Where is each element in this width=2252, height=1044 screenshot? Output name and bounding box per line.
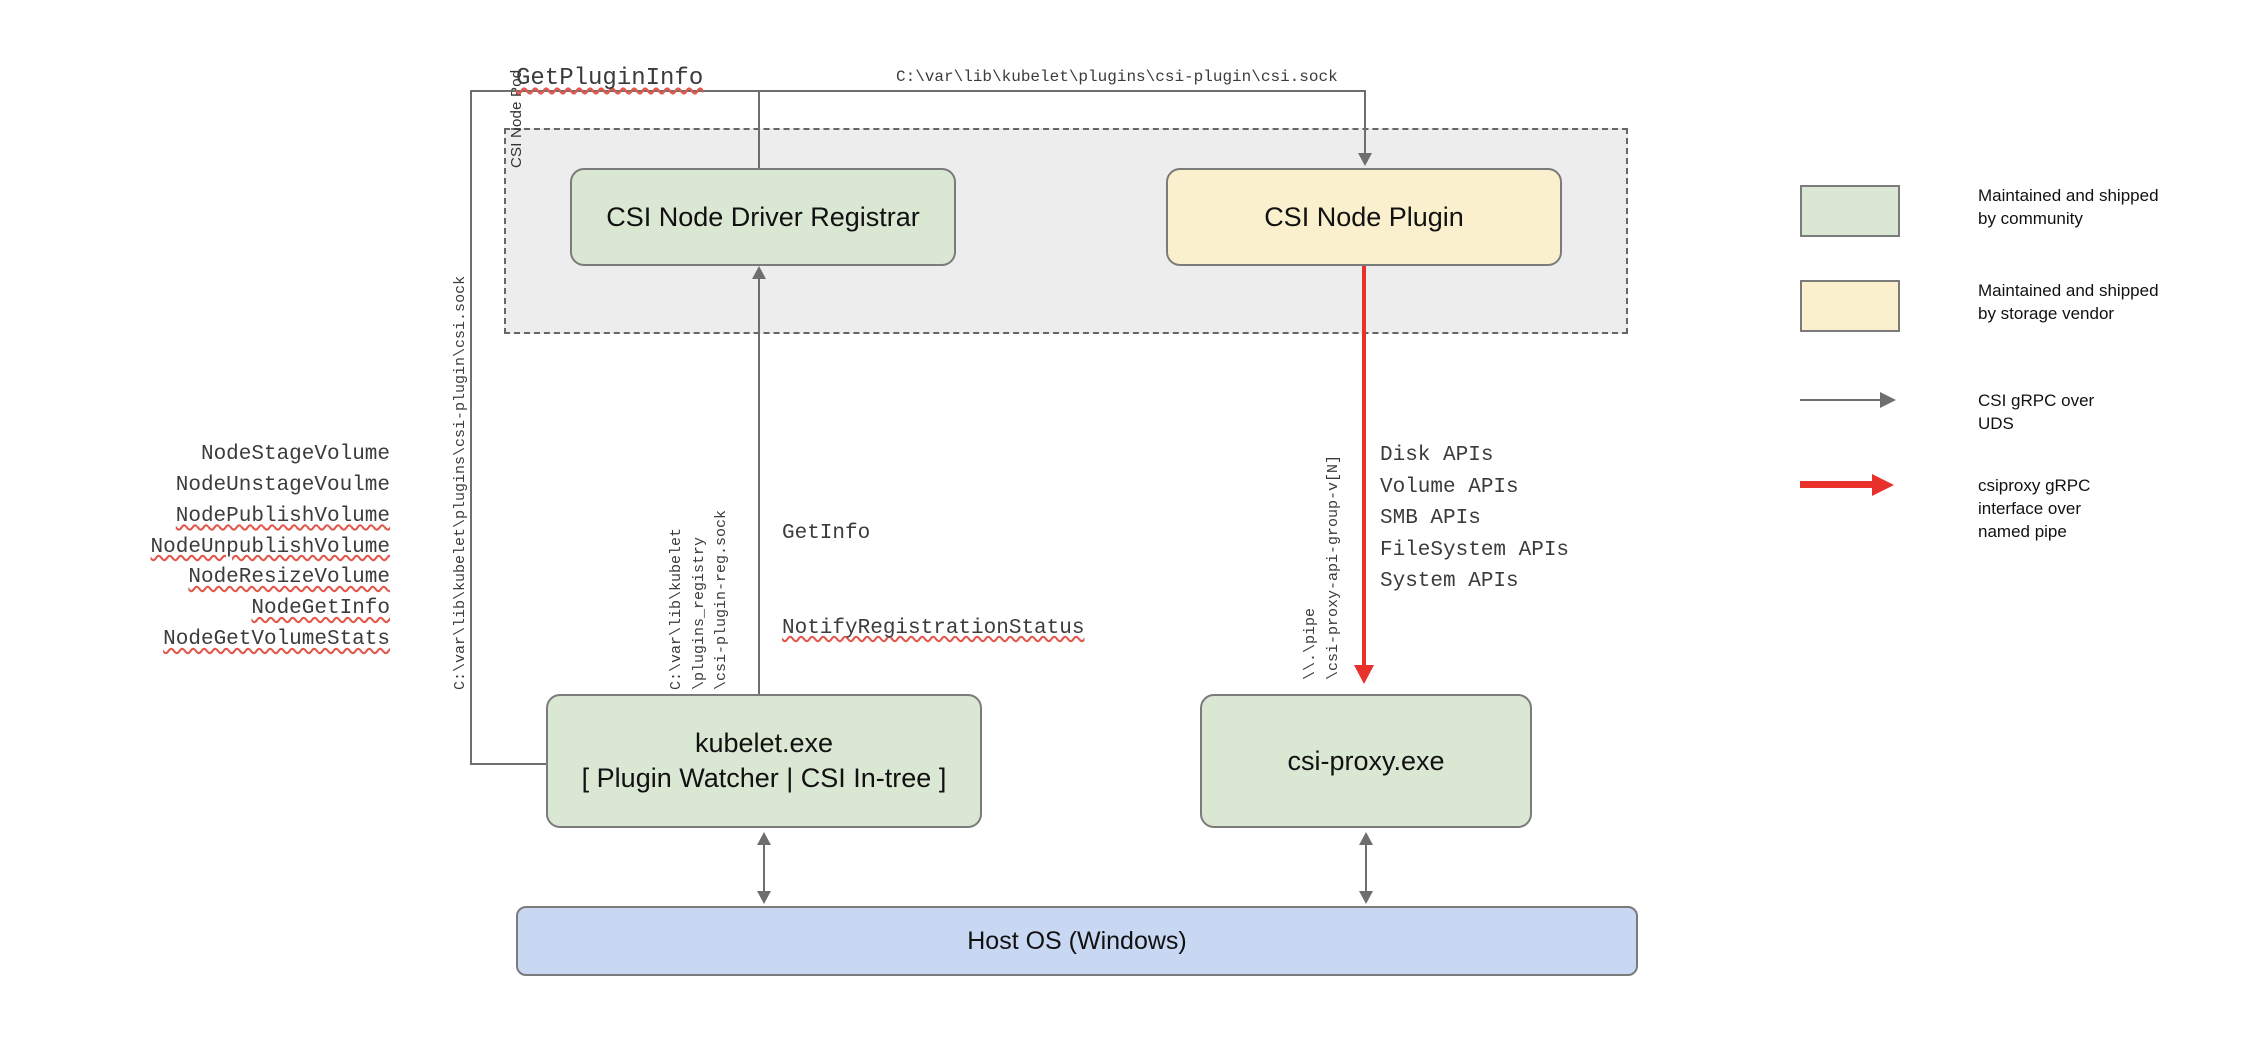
legend-item: Maintained and shipped by community (1800, 185, 2159, 237)
label-csi-sock-top: C:\var\lib\kubelet\plugins\csi-plugin\cs… (896, 68, 1338, 86)
legend-thin-arrow-icon (1800, 390, 1900, 410)
node-api-call-item: NodeUnpublishVolume (150, 535, 390, 559)
label-registration-calls: GetInfo NotifyRegistrationStatus (782, 455, 1084, 676)
kubelet-hostos-line (763, 843, 765, 893)
csi-proxy-api-item: System APIs (1380, 570, 1519, 593)
csiproxy-hostos-arrowhead-down-icon (1359, 891, 1373, 904)
box-host-os[interactable]: Host OS (Windows) (516, 906, 1638, 976)
getplugininfo-line-vertical-left (470, 90, 472, 765)
legend-red-arrow-icon (1800, 474, 1900, 496)
kubelet-hostos-arrowhead-down-icon (757, 891, 771, 904)
csi-proxy-api-item: Volume APIs (1380, 475, 1519, 499)
label-pipe-line1: \\.\pipe (1302, 607, 1319, 680)
box-label-registrar: CSI Node Driver Registrar (606, 201, 920, 232)
registrar-arrowhead-icon (752, 266, 766, 279)
label-get-info: GetInfo (782, 522, 871, 545)
legend-item-label: Maintained and shipped by storage vendor (1978, 281, 2159, 323)
node-api-call-item: NodeGetVolumeStats (163, 628, 390, 652)
legend-color-swatch (1800, 280, 1900, 332)
label-reg-sock-line1: C:\var\lib\kubelet (668, 527, 685, 690)
csiproxy-red-line (1362, 266, 1366, 666)
getplugininfo-line-horizontal-bottom (470, 763, 548, 765)
csi-proxy-api-item: FileSystem APIs (1380, 538, 1570, 562)
box-label-csi-proxy: csi-proxy.exe (1287, 745, 1445, 776)
label-get-plugin-info: GetPluginInfo (516, 65, 704, 92)
box-label-host-os: Host OS (Windows) (967, 927, 1187, 955)
kubelet-hostos-arrowhead-up-icon (757, 832, 771, 845)
node-api-call-item: NodeUnstageVoulme (175, 473, 390, 497)
legend-item: CSI gRPC over UDS (1800, 390, 2094, 436)
box-csi-node-plugin[interactable]: CSI Node Plugin (1166, 168, 1562, 266)
node-api-call-item: NodeGetInfo (251, 597, 390, 621)
getplugininfo-line-horizontal-top (470, 90, 760, 92)
label-reg-sock-line2: \plugins_registry (690, 536, 708, 690)
node-api-call-item: NodePublishVolume (175, 504, 390, 528)
box-csi-node-driver-registrar[interactable]: CSI Node Driver Registrar (570, 168, 956, 266)
legend-item: Maintained and shipped by storage vendor (1800, 280, 2159, 332)
legend-item-label: csiproxy gRPC interface over named pipe (1978, 476, 2091, 541)
csi-proxy-api-item: SMB APIs (1380, 507, 1481, 530)
registrar-kubelet-line (758, 279, 760, 695)
label-notify-registration-status: NotifyRegistrationStatus (782, 616, 1085, 640)
legend-item-label: CSI gRPC over UDS (1978, 391, 2095, 433)
legend-item-label: Maintained and shipped by community (1978, 186, 2159, 228)
node-api-call-item: NodeStageVolume (200, 443, 390, 466)
getplugininfo-line-into-registrar (758, 90, 760, 170)
node-api-call-item: NodeResizeVolume (188, 566, 390, 590)
box-label-kubelet-line1: kubelet.exe (694, 728, 834, 759)
csiproxy-hostos-arrowhead-up-icon (1359, 832, 1373, 845)
label-vertical-csi-sock: C:\var\lib\kubelet\plugins\csi-plugin\cs… (452, 275, 469, 690)
csi-node-pod-label: CSI Node Pod (508, 69, 525, 168)
label-vertical-named-pipe: \\.\pipe \csi-proxy-api-group-v[N] (1300, 455, 1345, 680)
label-reg-sock-line3: \csi-plugin-reg.sock (713, 509, 730, 690)
csiproxy-red-arrowhead-icon (1354, 665, 1374, 684)
csi-sock-arrowhead-icon (1358, 153, 1372, 166)
legend-item: csiproxy gRPC interface over named pipe (1800, 474, 2091, 544)
csi-sock-top-horizontal (758, 90, 1366, 92)
csi-sock-top-vertical (1364, 90, 1366, 154)
box-csi-proxy-exe[interactable]: csi-proxy.exe (1200, 694, 1532, 828)
label-vertical-plugins-registry: C:\var\lib\kubelet \plugins_registry \cs… (666, 510, 734, 690)
legend-color-swatch (1800, 185, 1900, 237)
csiproxy-hostos-line (1365, 843, 1367, 893)
box-kubelet-exe[interactable]: kubelet.exe [ Plugin Watcher | CSI In-tr… (546, 694, 982, 828)
box-label-kubelet-line2: [ Plugin Watcher | CSI In-tree ] (581, 763, 947, 793)
csi-proxy-api-item: Disk APIs (1380, 444, 1494, 467)
box-label-node-plugin: CSI Node Plugin (1264, 201, 1464, 232)
label-pipe-line2: \csi-proxy-api-group-v[N] (1324, 454, 1342, 680)
